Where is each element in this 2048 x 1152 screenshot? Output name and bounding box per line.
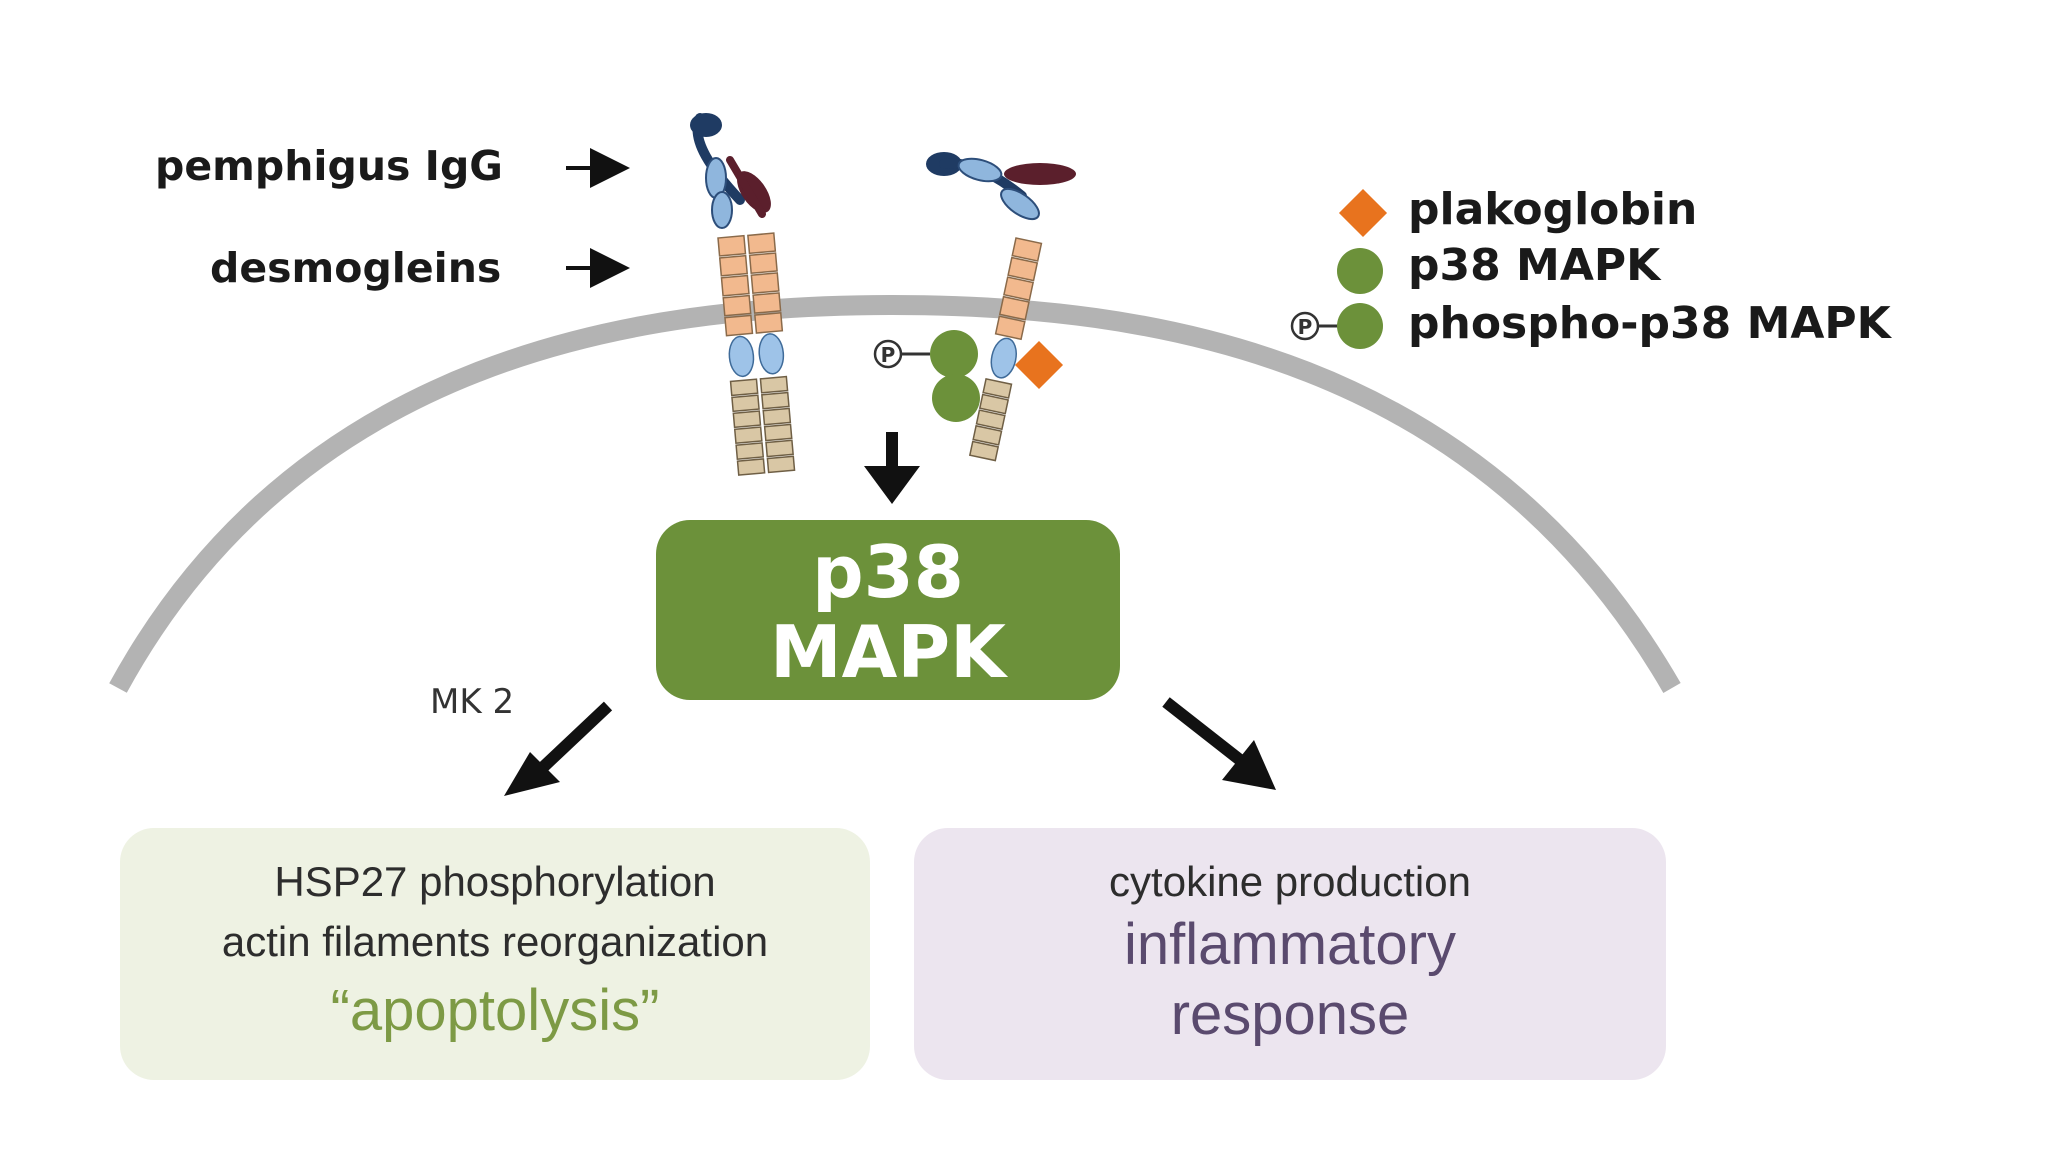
arrow-to-right-box [1162, 697, 1244, 765]
cell-membrane [109, 294, 1681, 694]
pemphigus-igg-label: pemphigus IgG [155, 142, 503, 190]
desmoglein-right [968, 237, 1043, 462]
legend-plakoglobin-icon [1338, 188, 1388, 238]
mk2-label: MK 2 [430, 682, 515, 722]
hsp27-text: HSP27 phosphorylation [274, 858, 716, 905]
membrane-complex [873, 330, 1064, 422]
arrow-to-left-box [533, 701, 613, 777]
legend-phospho-p38-label: phospho-p38 MAPK [1408, 298, 1891, 349]
arrow-down-head [864, 466, 920, 504]
desmoglein-left [717, 232, 796, 476]
p38-circle [932, 374, 980, 422]
apoptolysis-text: “apoptolysis” [330, 978, 660, 1043]
p38-mapk-box: p38 MAPK [656, 520, 1120, 700]
phospho-p38-circle [930, 330, 978, 378]
inflammatory-response-box: cytokine production inflammatory respons… [914, 828, 1666, 1080]
legend-phospho-p38-icon [1337, 303, 1383, 349]
plakoglobin-diamond [1014, 340, 1064, 390]
arrow-right-head [1222, 740, 1276, 790]
cytokine-text: cytokine production [1109, 858, 1471, 905]
legend-p38-icon [1337, 248, 1383, 294]
p38-box-line2: MAPK [770, 610, 1006, 694]
antibody-right [926, 152, 1076, 221]
legend-p38-label: p38 MAPK [1408, 240, 1661, 291]
response-text: response [1170, 982, 1410, 1047]
legend-plakoglobin-label: plakoglobin [1408, 184, 1698, 235]
inflammatory-text: inflammatory [1124, 912, 1456, 977]
phospho-p-label: P [881, 343, 896, 367]
apoptolysis-box: HSP27 phosphorylation actin filaments re… [120, 828, 870, 1080]
desmogleins-label: desmogleins [210, 244, 502, 292]
antibody-left [690, 113, 771, 229]
legend-phospho-p-label: P [1298, 315, 1313, 339]
p38-box-line1: p38 [812, 530, 964, 614]
actin-text: actin filaments reorganization [221, 918, 769, 965]
arrow-left-head [504, 752, 560, 796]
